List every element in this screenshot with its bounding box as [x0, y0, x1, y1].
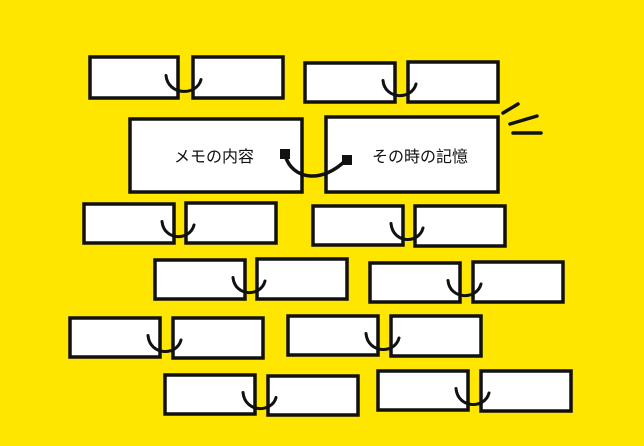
connector-link-icon — [446, 279, 483, 298]
connector-link-icon — [164, 73, 203, 93]
connector-link-icon — [389, 222, 425, 241]
empty-card-right — [255, 257, 349, 301]
empty-card-pair — [376, 369, 573, 413]
connector-link-icon — [280, 149, 352, 178]
emphasis-lines-icon — [501, 102, 543, 135]
empty-card-left — [163, 373, 257, 416]
empty-card-left — [153, 258, 247, 301]
empty-card-left — [286, 314, 380, 357]
memory-at-time-card — [324, 115, 500, 194]
connector-link-icon — [364, 332, 401, 351]
main-card-pair: メモの内容 その時の記憶 — [128, 102, 543, 194]
empty-card-right — [471, 260, 565, 304]
empty-card-left — [88, 55, 180, 100]
empty-card-left — [376, 369, 470, 412]
connector-link-icon — [454, 387, 491, 406]
connector-link-icon — [160, 220, 196, 239]
connector-link-icon — [146, 334, 183, 353]
connector-link-icon — [381, 79, 418, 98]
empty-card-left — [368, 261, 462, 304]
empty-card-right — [171, 316, 265, 360]
empty-card-right — [479, 369, 573, 413]
empty-card-pair — [311, 204, 507, 248]
empty-card-pair — [286, 314, 483, 358]
empty-card-right — [389, 314, 483, 358]
empty-card-right — [184, 201, 278, 245]
memo-content-label: メモの内容 — [174, 147, 254, 166]
empty-card-right — [191, 55, 285, 100]
empty-card-right — [266, 374, 360, 417]
memo-content-card — [128, 117, 304, 194]
empty-card-pair — [368, 260, 565, 304]
memory-at-time-label: その時の記憶 — [372, 147, 468, 166]
empty-card-pair — [303, 60, 500, 104]
empty-card-right — [406, 60, 500, 104]
empty-card-right — [413, 204, 507, 248]
empty-card-left — [68, 316, 162, 359]
empty-card-pair — [88, 55, 285, 100]
empty-card-left — [303, 61, 397, 104]
empty-card-pair — [153, 257, 349, 301]
empty-card-pairs — [68, 55, 573, 417]
empty-card-pair — [68, 316, 265, 360]
empty-card-left — [311, 204, 405, 247]
empty-card-left — [82, 202, 176, 245]
connector-link-icon — [241, 391, 278, 410]
empty-card-pair — [163, 373, 360, 417]
empty-card-pair — [82, 201, 278, 245]
connector-link-icon — [231, 276, 267, 295]
